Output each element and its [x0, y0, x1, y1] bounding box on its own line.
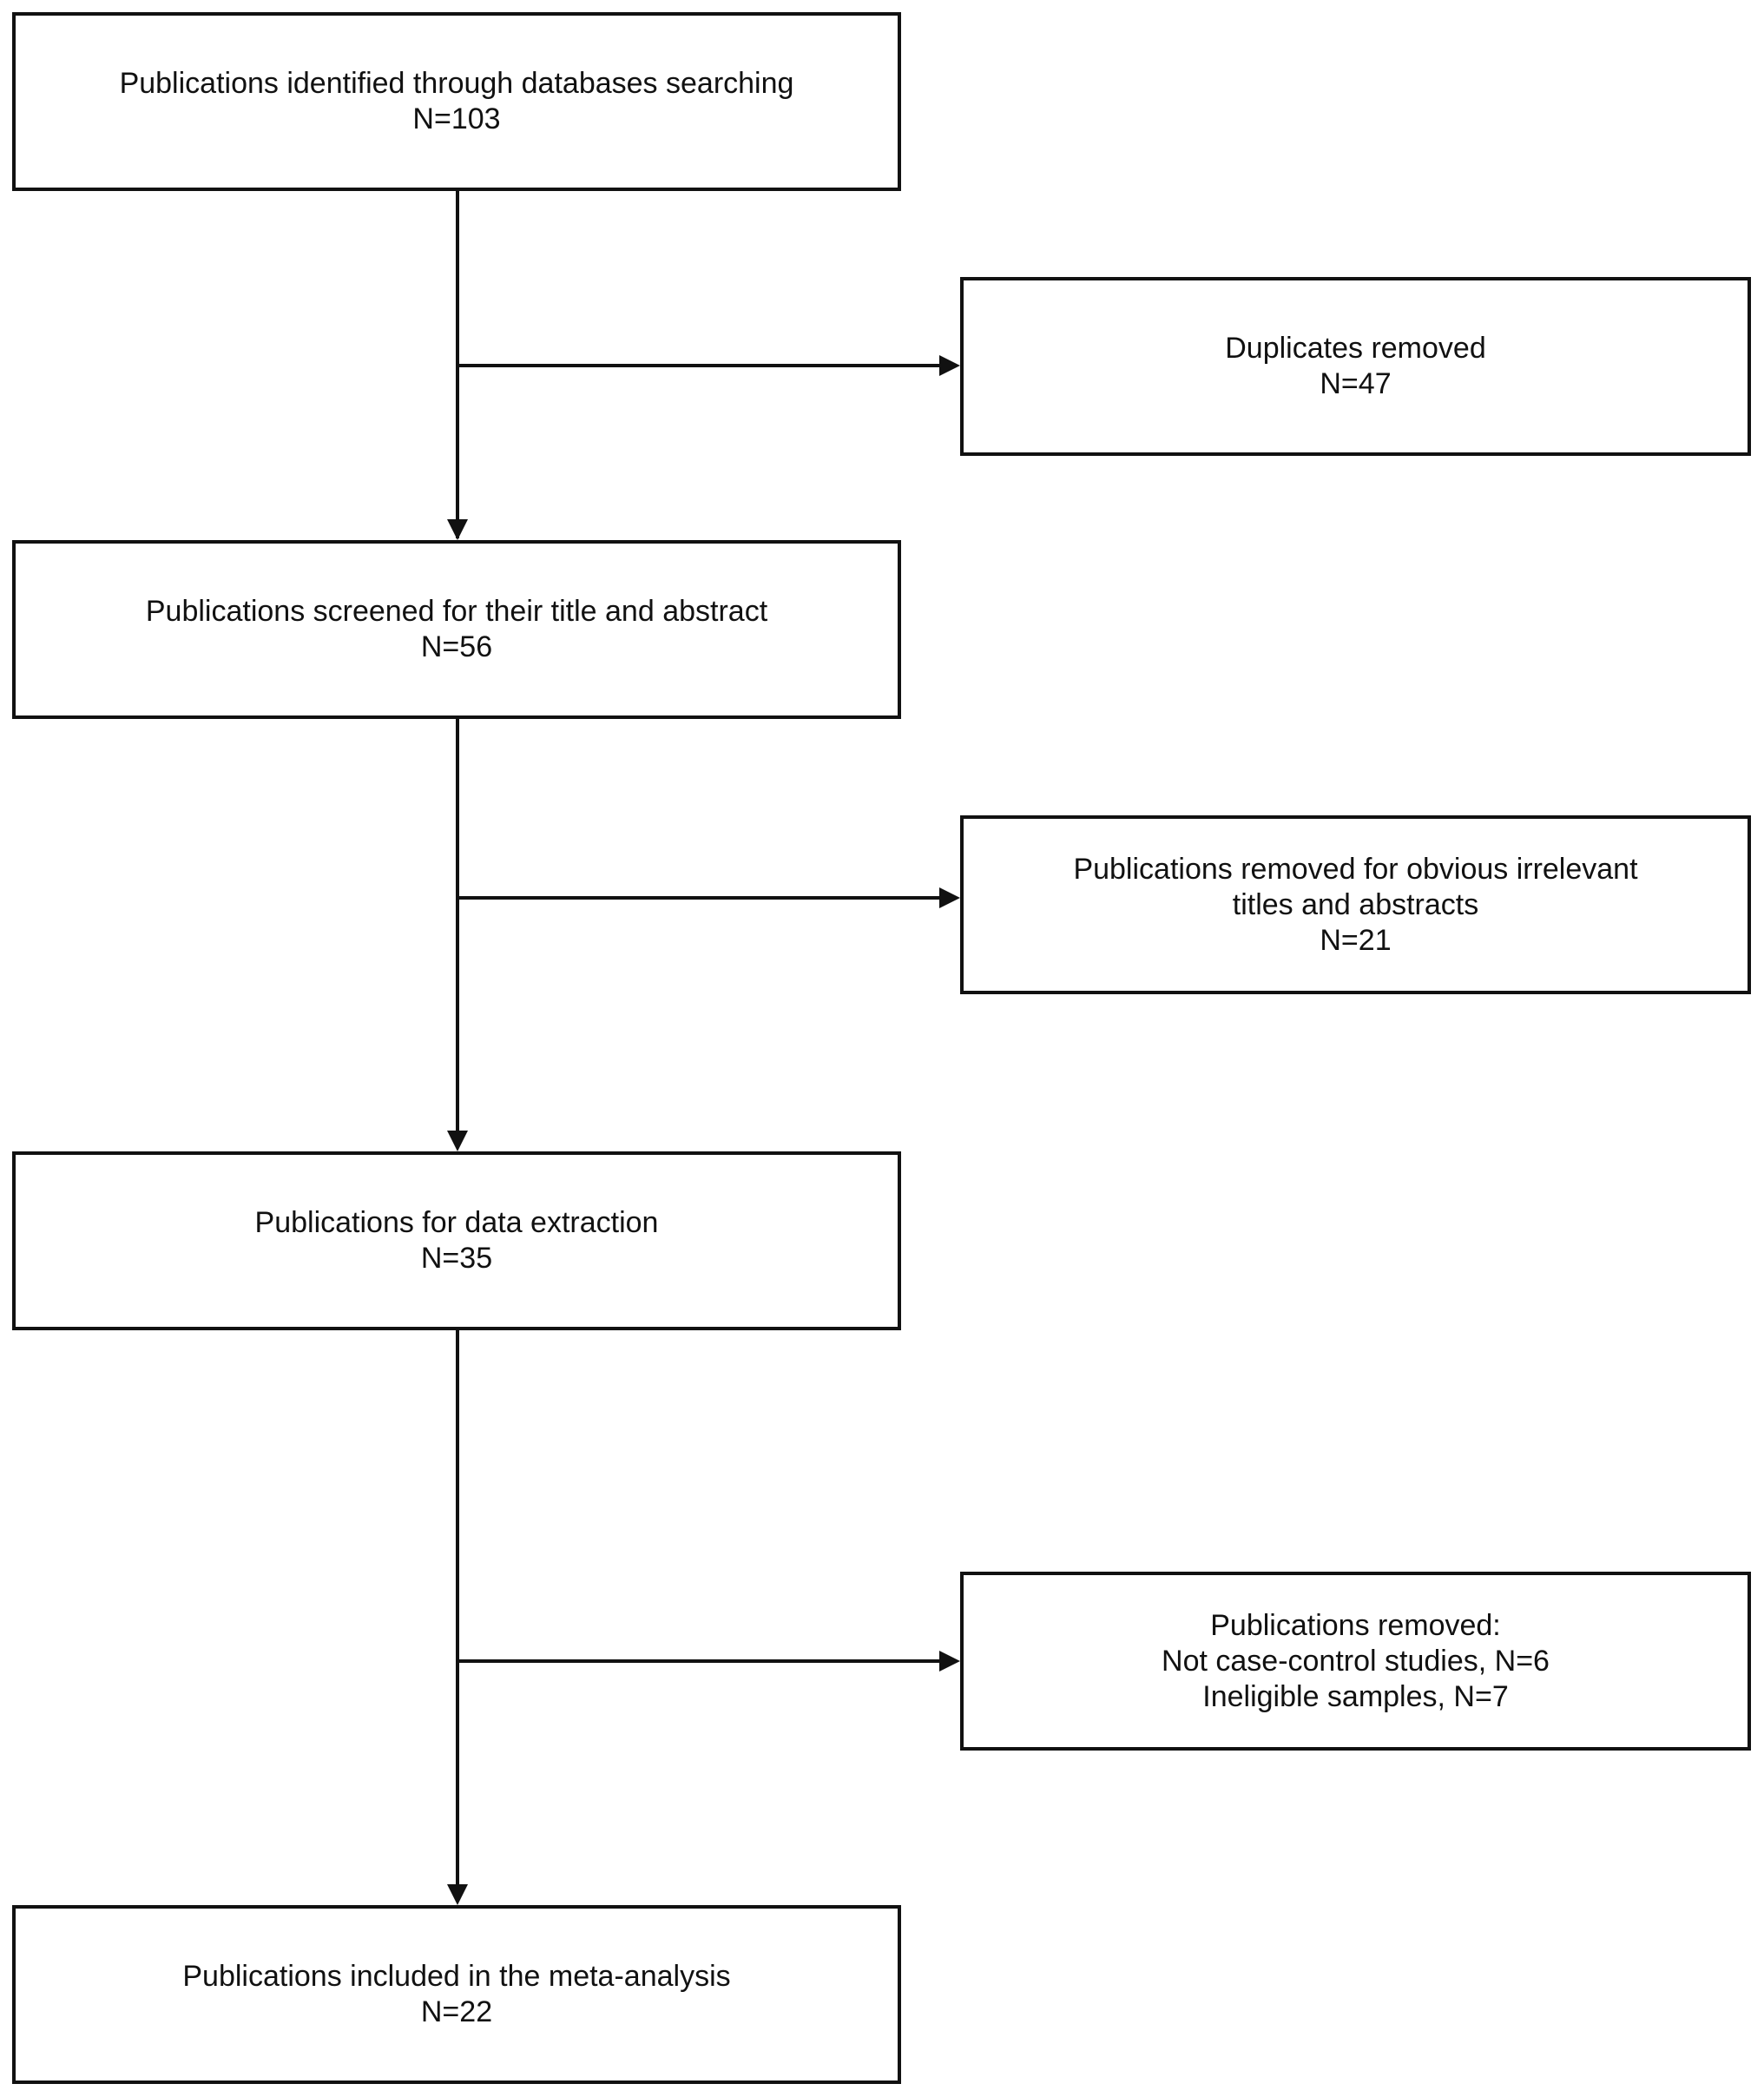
identified-count: N=103	[412, 102, 501, 135]
extraction-label: Publications for data extraction	[254, 1206, 659, 1239]
identified-label: Publications identified through database…	[119, 67, 794, 100]
removed-reason-1: Not case-control studies, N=6	[1162, 1644, 1550, 1678]
irrelevant-box: Publications removed for obvious irrelev…	[960, 815, 1751, 994]
irrelevant-line1: Publications removed for obvious irrelev…	[1073, 852, 1638, 886]
arrowhead-right-duplicates	[939, 355, 960, 376]
duplicates-box: Duplicates removed N=47	[960, 277, 1751, 456]
arrowhead-down-included	[447, 1884, 468, 1905]
irrelevant-line2: titles and abstracts	[1232, 887, 1479, 921]
removed-box: Publications removed: Not case-control s…	[960, 1572, 1751, 1751]
arrowhead-right-irrelevant	[939, 887, 960, 908]
duplicates-count: N=47	[1320, 367, 1392, 400]
irrelevant-count: N=21	[1320, 923, 1392, 957]
removed-reason-2: Ineligible samples, N=7	[1202, 1679, 1509, 1713]
arrowhead-down-screened	[447, 519, 468, 540]
included-label: Publications included in the meta-analys…	[182, 1960, 731, 1993]
identified-box: Publications identified through database…	[12, 12, 901, 191]
arrowhead-down-extraction	[447, 1131, 468, 1151]
screened-count: N=56	[420, 630, 493, 663]
extraction-count: N=35	[420, 1242, 493, 1275]
removed-heading: Publications removed:	[1210, 1608, 1501, 1642]
duplicates-label: Duplicates removed	[1225, 332, 1486, 365]
extraction-box: Publications for data extraction N=35	[12, 1151, 901, 1330]
screened-box: Publications screened for their title an…	[12, 540, 901, 719]
screened-label: Publications screened for their title an…	[145, 595, 768, 628]
arrowhead-right-removed	[939, 1651, 960, 1672]
included-count: N=22	[420, 1995, 493, 2028]
included-box: Publications included in the meta-analys…	[12, 1905, 901, 2084]
